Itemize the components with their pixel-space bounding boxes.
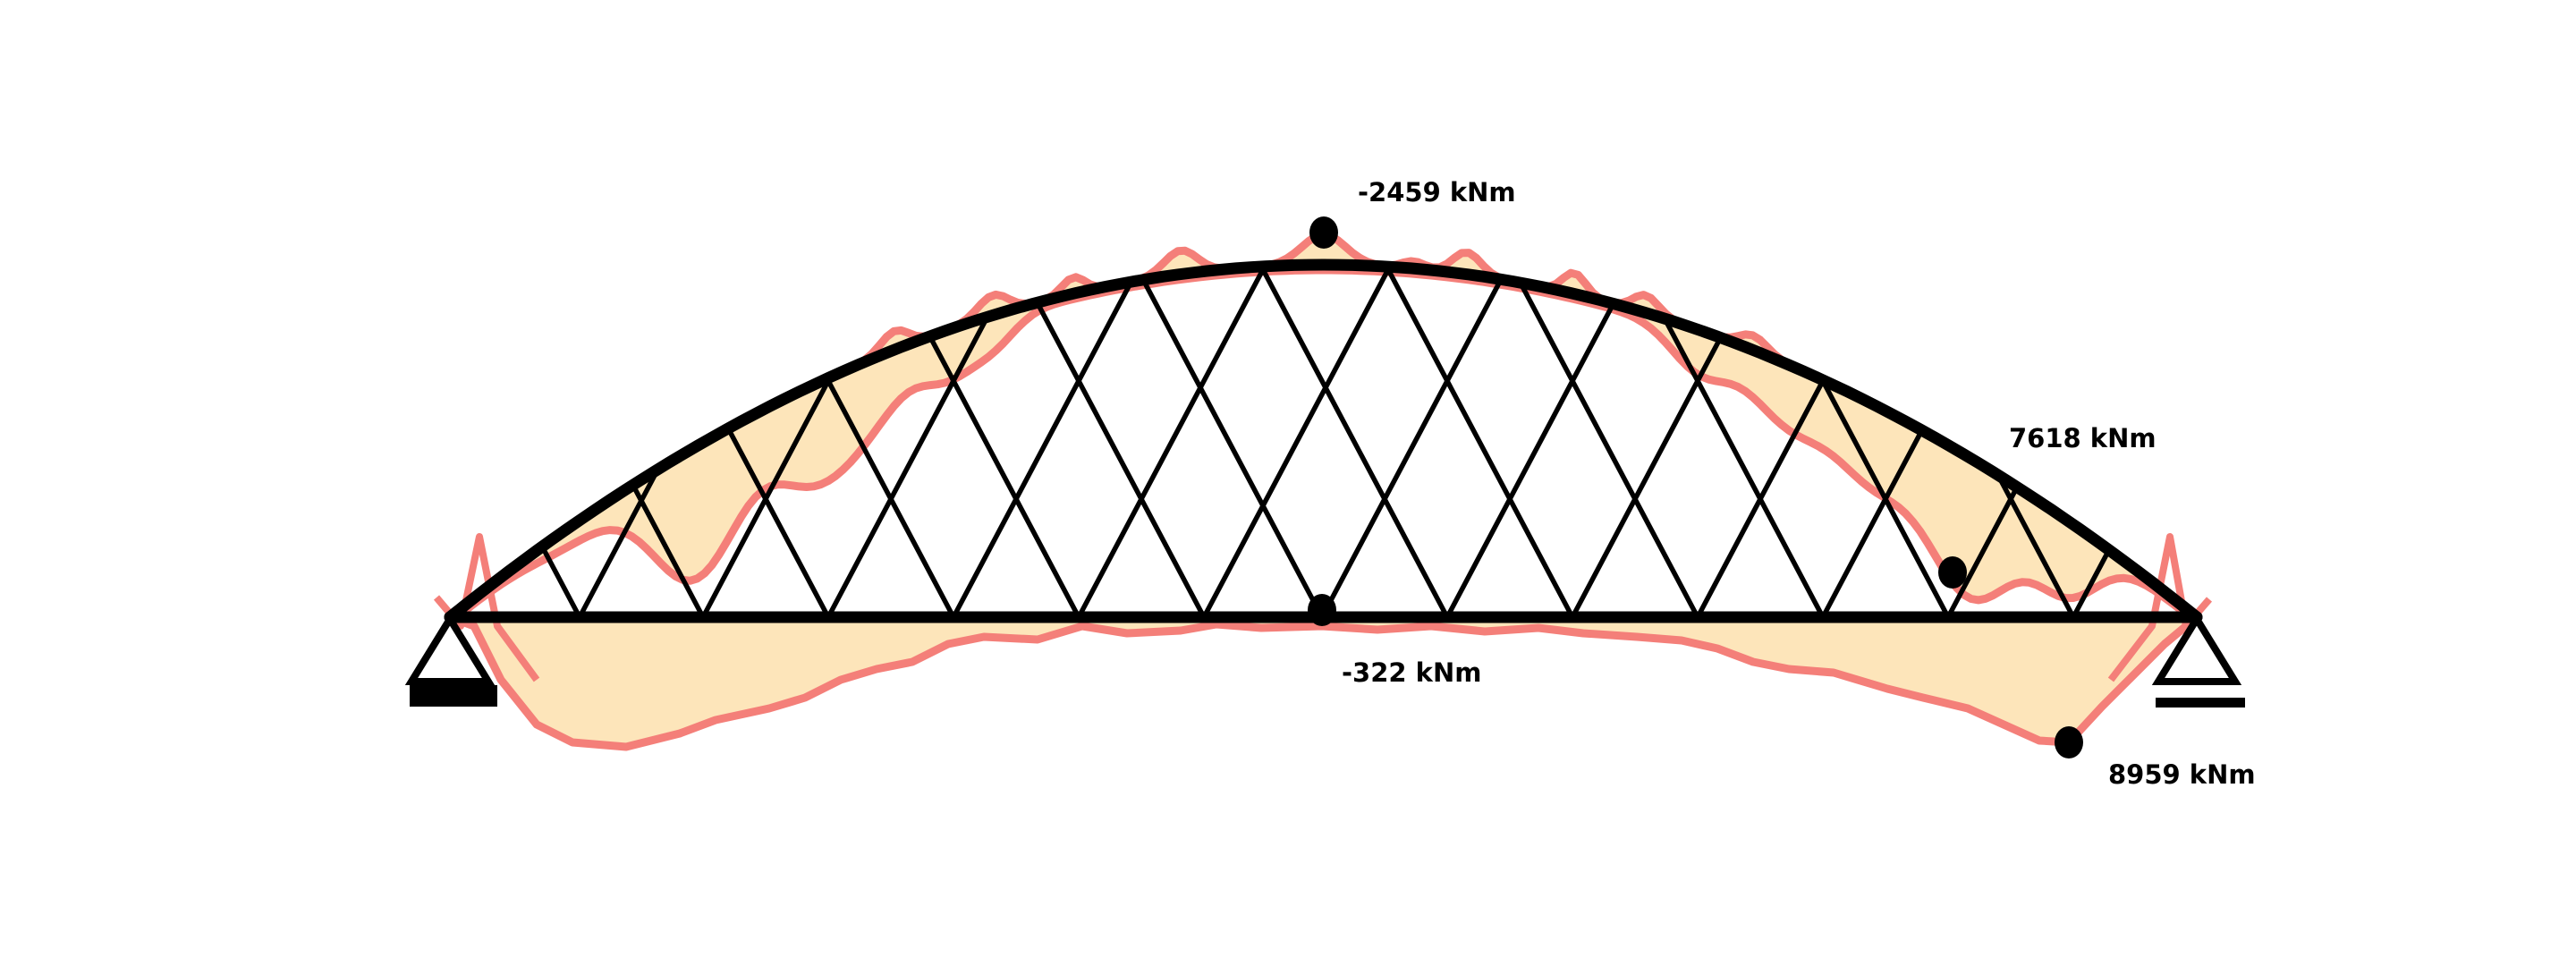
hanger [927,334,1081,620]
hanger [1662,316,1826,620]
arch-crown-moment-label: -2459 kNm [1358,177,1516,208]
hanger [826,314,990,620]
arch-moment-area [445,230,2201,622]
arch-rib [444,258,2203,623]
network-hangers [539,264,2112,620]
hanger [1996,472,2076,620]
deck-max-moment-label: 8959 kNm [2108,759,2256,790]
hanger [1820,428,1925,620]
hanger [1819,377,1951,620]
right-roller-support [2151,612,2245,708]
hanger [951,279,1134,620]
left-pin-support [404,612,497,707]
hanger [1201,264,1393,620]
hanger [1445,301,1616,620]
deck-max-marker [2055,726,2083,758]
hanger [824,376,956,620]
hanger [2071,547,2112,620]
hanger [577,466,661,620]
deck-moment-area [445,613,2201,751]
hanger [539,544,582,620]
hanger [1034,300,1207,620]
arch-max-marker [1938,556,1967,589]
hanger [1076,264,1267,620]
hanger [725,426,831,620]
hanger [1258,264,1450,620]
hanger [1140,277,1325,620]
hanger [1945,484,2020,620]
arch-max-moment-label: 7618 kNm [2009,423,2157,453]
hanger [1384,264,1575,620]
hanger [1319,276,1504,620]
hanger [630,482,706,620]
hanger [1518,280,1700,620]
hanger [1570,335,1724,620]
deck-mid-moment-label: -322 kNm [1342,657,1481,688]
deck-mid-marker [1308,594,1336,626]
arch-crown-marker [1309,216,1338,249]
